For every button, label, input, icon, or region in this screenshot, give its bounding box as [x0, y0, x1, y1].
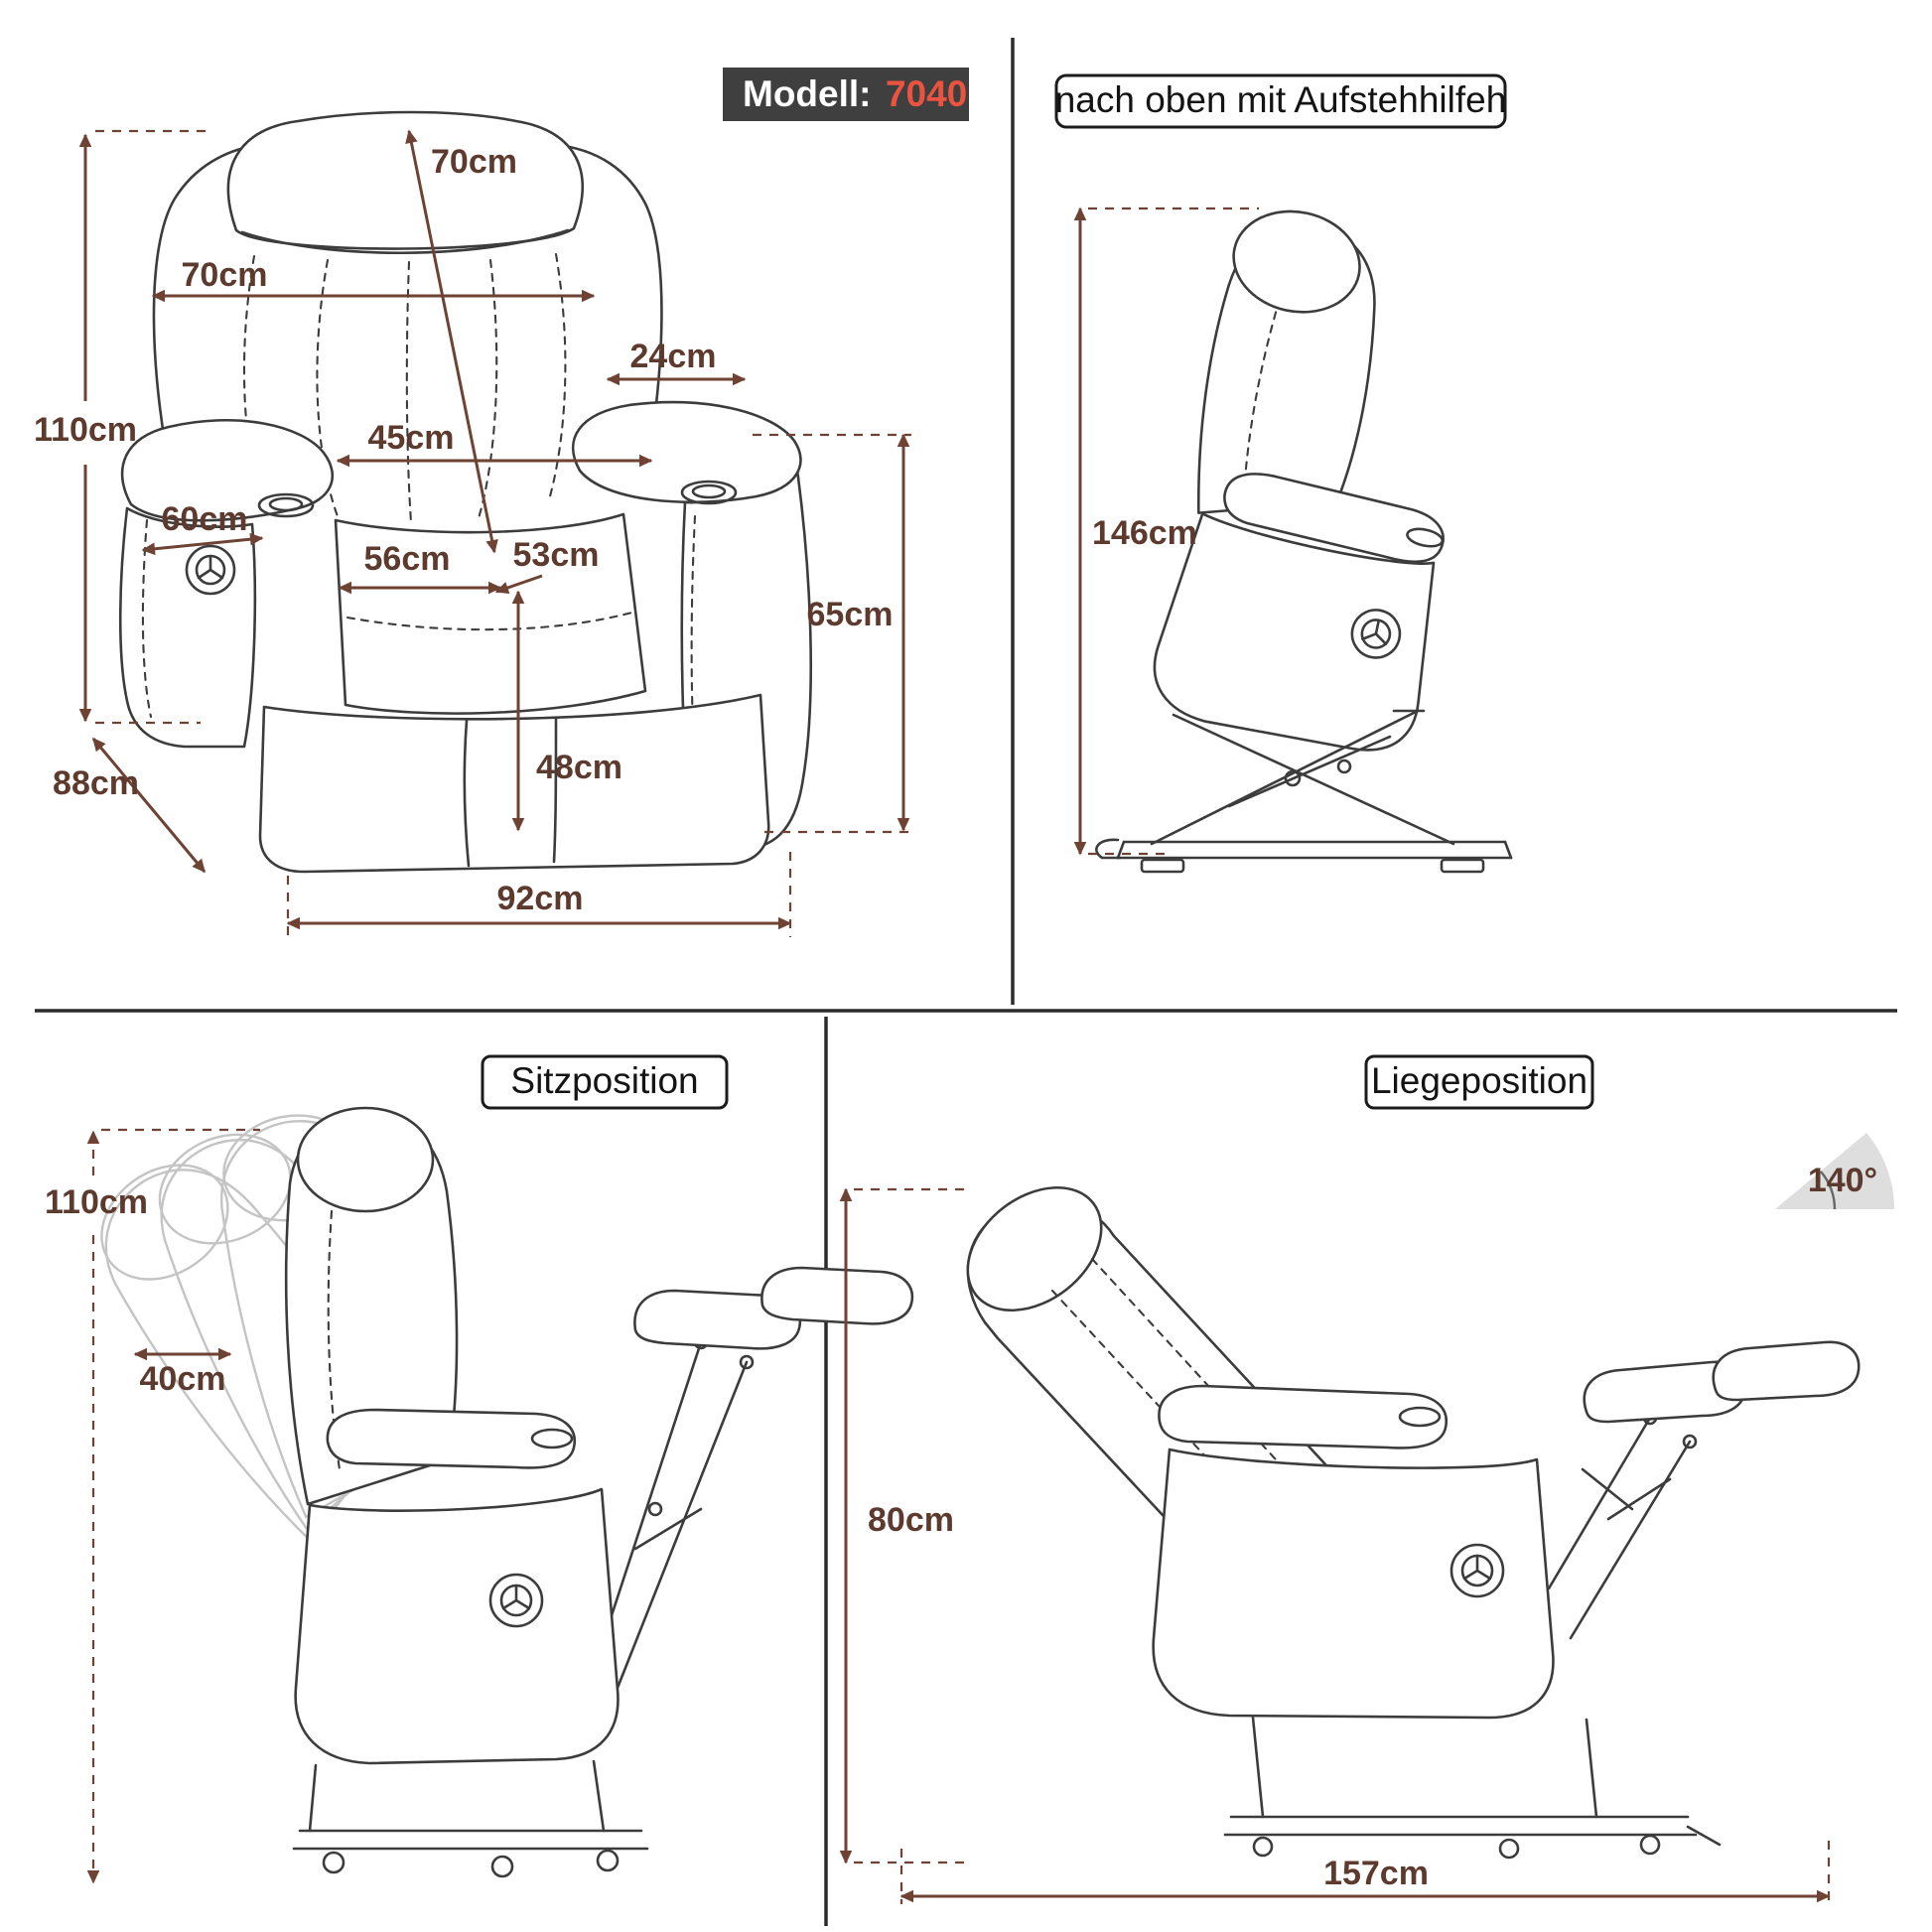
model-badge-label: Modell: [743, 73, 871, 114]
model-badge-value: 7040 [886, 73, 967, 114]
sitting-view-dimension-arrows [86, 1128, 260, 1884]
reclined-view-panel: Liegeposition 140° [839, 1054, 1894, 1904]
lift-view-title: nach oben mit Aufstehhilfeh [1054, 73, 1507, 129]
recliner-reclined-drawing [966, 1185, 1861, 1860]
lift-view-panel: nach oben mit Aufstehhilfeh [1054, 73, 1513, 874]
dim-reclined-length-label: 157cm [1323, 1855, 1429, 1892]
recliner-front-drawing [118, 110, 813, 874]
sitting-view-panel: Sitzposition [45, 1054, 914, 1884]
dim-seat-width-label: 45cm [368, 419, 455, 457]
dim-backrest-travel-label: 40cm [140, 1360, 226, 1398]
recliner-lift-drawing [1153, 209, 1445, 752]
control-dial-sitting [488, 1573, 544, 1628]
lift-view-title-label: nach oben mit Aufstehhilfeh [1055, 79, 1507, 120]
dim-back-width-label: 70cm [182, 256, 268, 294]
dim-back-diagonal-label: 70cm [431, 143, 517, 181]
svg-text:Modell: 7040: Modell: 7040 [743, 73, 967, 114]
dim-armrest-width-label: 24cm [630, 338, 717, 375]
dim-lift-height-label: 146cm [1092, 514, 1197, 552]
dim-side-depth-label: 60cm [162, 500, 248, 538]
front-view-dimension-arrows [78, 129, 911, 937]
cupholder-right [680, 480, 738, 505]
dim-armrest-height-label: 65cm [807, 596, 894, 633]
recline-angle-indicator: 140° [1775, 1133, 1894, 1210]
control-dial-reclined [1449, 1543, 1505, 1598]
dim-seat-height-label: 48cm [536, 749, 622, 786]
cupholder-left [257, 492, 315, 518]
lift-mechanism-drawing [1095, 709, 1513, 874]
sitting-view-title: Sitzposition [481, 1054, 729, 1110]
reclined-footrest-linkage [1547, 1410, 1698, 1640]
dim-total-width-label: 92cm [497, 880, 584, 917]
dim-sitting-height-label: 110cm [45, 1183, 148, 1221]
dim-seat-diagonal-label: 53cm [513, 536, 600, 574]
reclined-view-title-label: Liegeposition [1371, 1060, 1587, 1101]
reclined-view-title: Liegeposition [1364, 1054, 1594, 1110]
control-dial [185, 544, 236, 596]
sitting-view-title-label: Sitzposition [510, 1060, 698, 1101]
dim-total-height-label: 110cm [34, 411, 137, 449]
footrest-linkage [598, 1334, 755, 1690]
reclined-view-dimension-arrows [839, 1187, 1831, 1904]
model-badge: Modell: 7040 [723, 68, 969, 121]
dim-recline-angle-label: 140° [1808, 1162, 1877, 1199]
lift-view-dimension-arrows [1073, 207, 1259, 856]
sitting-base [292, 1759, 649, 1878]
front-view-panel: 70cm 70cm 24cm 110cm 45cm 60cm 56cm 53cm… [34, 68, 969, 937]
control-dial-lift [1350, 609, 1402, 659]
dim-seat-depth-label: 56cm [364, 540, 451, 578]
dim-reclined-height-label: 80cm [868, 1501, 954, 1539]
reclined-base [1223, 1716, 1722, 1860]
panel-divider-lines [35, 38, 1897, 1926]
recliner-sitting-drawing [100, 1106, 914, 1878]
dim-base-depth-label: 88cm [53, 764, 139, 802]
